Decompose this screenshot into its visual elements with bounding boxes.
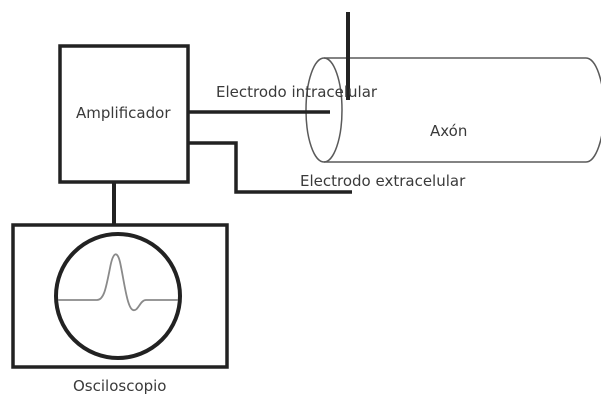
amplifier-label: Amplificador [76,104,171,122]
axon-cylinder [305,57,601,163]
axon-outline [324,57,601,163]
oscilloscope-label: Osciloscopio [73,377,167,394]
amplifier-box [58,44,190,184]
oscilloscope-screen [54,232,182,360]
action-potential-trace [58,253,178,312]
amplifier-to-extracellular-wire [188,141,352,194]
axon-label: Axón [430,122,467,140]
intracellular-electrode-label: Electrodo intracelular [216,83,378,101]
extracellular-electrode-label: Electrodo extracelular [300,172,466,190]
axon-front-face [305,57,343,163]
